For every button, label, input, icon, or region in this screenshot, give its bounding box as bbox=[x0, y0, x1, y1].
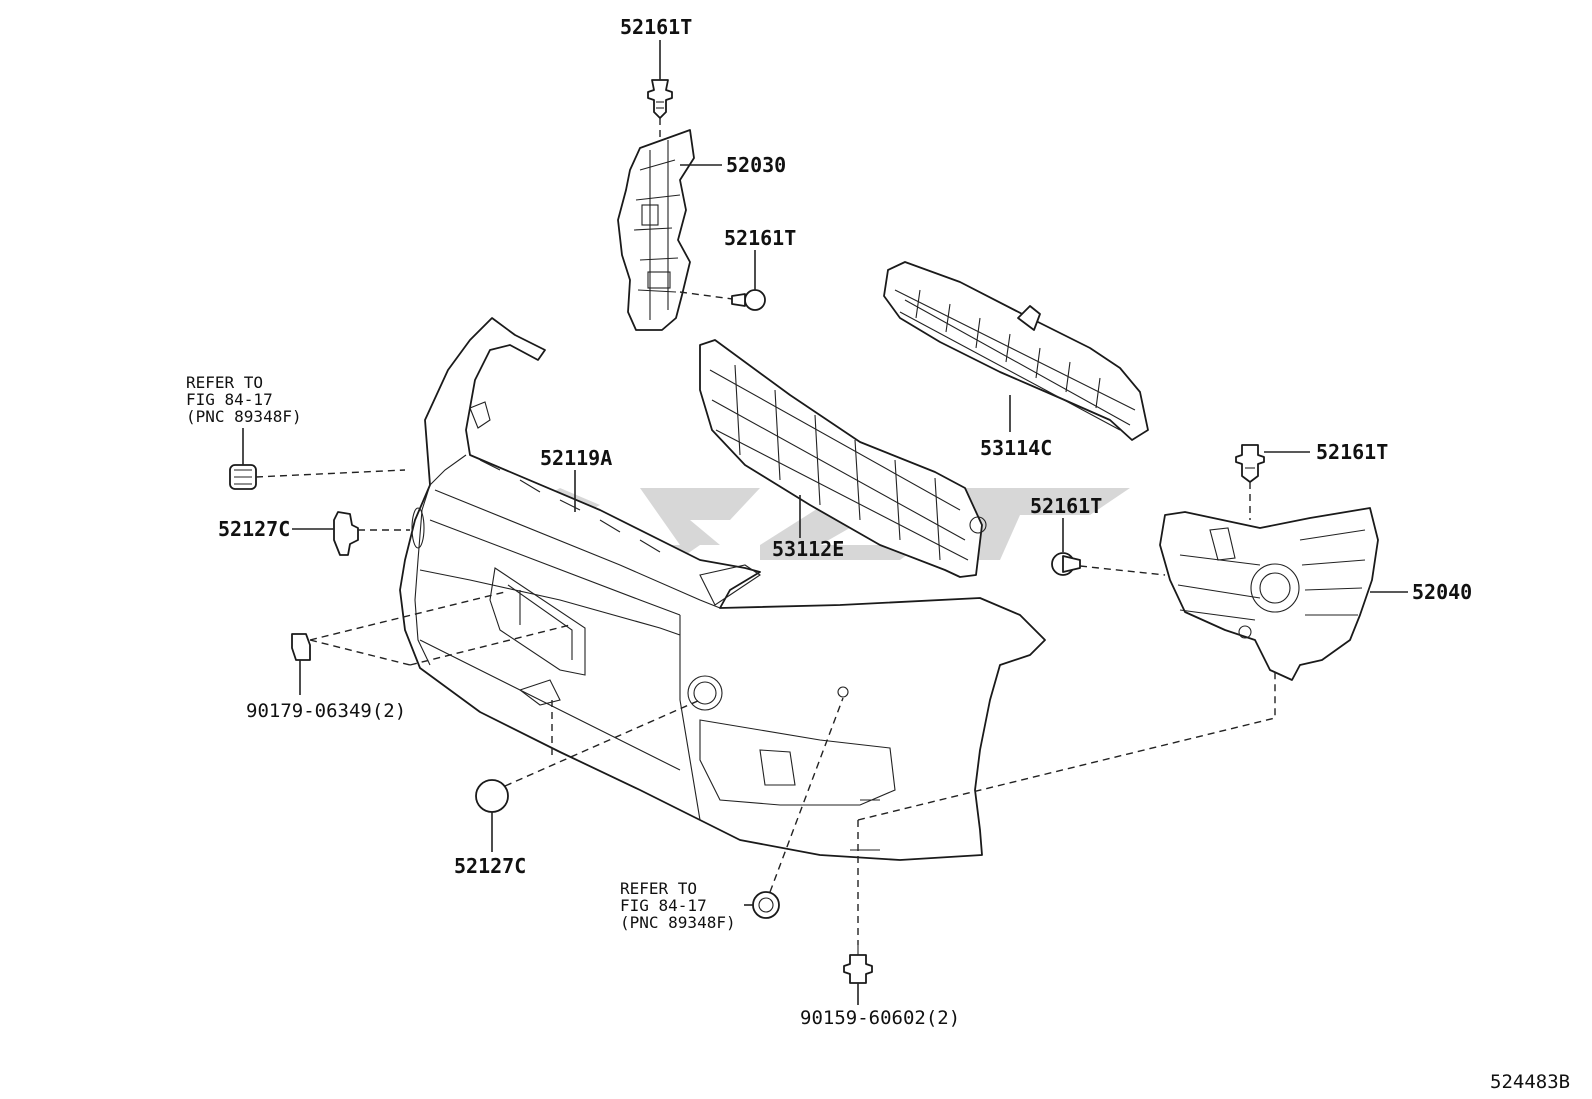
nut-left-icon bbox=[291, 633, 311, 661]
refer-bottom-line1: REFER TO bbox=[620, 879, 697, 898]
cap-bottom-icon bbox=[475, 779, 509, 813]
dashline-clip-right-mid bbox=[1079, 565, 1166, 576]
clip-right-top-icon bbox=[1235, 444, 1265, 483]
label-52127C-side: 52127C bbox=[218, 517, 290, 541]
grommet-bottom-icon bbox=[752, 891, 780, 919]
cap-side-icon bbox=[333, 511, 359, 556]
dashline-retainer-clip bbox=[679, 291, 741, 301]
reinforcement-part bbox=[883, 261, 1149, 441]
refer-left-line1: REFER TO bbox=[186, 373, 263, 392]
label-52161T-top: 52161T bbox=[620, 15, 692, 39]
label-53114C: 53114C bbox=[980, 436, 1052, 460]
dashline-nut-c bbox=[409, 624, 571, 666]
clip-right-mid-icon bbox=[1051, 552, 1081, 576]
dashline-right-retainer bbox=[857, 672, 1276, 821]
clip-top-icon bbox=[647, 79, 673, 119]
refer-bottom-line3: (PNC 89348F) bbox=[620, 913, 736, 932]
label-52161T-mid: 52161T bbox=[724, 226, 796, 250]
label-52030: 52030 bbox=[726, 153, 786, 177]
label-52119A: 52119A bbox=[540, 446, 612, 470]
dashline-grommet-left bbox=[255, 469, 406, 478]
label-52161T-right-top: 52161T bbox=[1316, 440, 1388, 464]
retainer-left-part bbox=[617, 129, 695, 331]
screw-bottom-icon bbox=[843, 945, 873, 984]
refer-left-line2: FIG 84-17 bbox=[186, 390, 273, 409]
label-53112E: 53112E bbox=[772, 537, 844, 561]
dashline-nut-b bbox=[309, 639, 411, 666]
grommet-left-icon bbox=[229, 464, 257, 490]
label-90159: 90159-60602(2) bbox=[800, 1007, 960, 1029]
clip-mid-icon bbox=[731, 289, 766, 311]
label-52127C-bottom: 52127C bbox=[454, 854, 526, 878]
refer-left-line3: (PNC 89348F) bbox=[186, 407, 302, 426]
dashline-grommet-bottom bbox=[769, 697, 844, 893]
figure-id: 524483B bbox=[1490, 1071, 1570, 1093]
label-52161T-right-mid: 52161T bbox=[1030, 494, 1102, 518]
grille-part bbox=[699, 339, 987, 578]
retainer-right-part bbox=[1159, 507, 1379, 681]
dashline-nut-a bbox=[309, 591, 506, 641]
refer-bottom-line2: FIG 84-17 bbox=[620, 896, 707, 915]
label-90179: 90179-06349(2) bbox=[246, 700, 406, 722]
bumper-cover-part bbox=[399, 317, 1046, 861]
label-52040: 52040 bbox=[1412, 580, 1472, 604]
